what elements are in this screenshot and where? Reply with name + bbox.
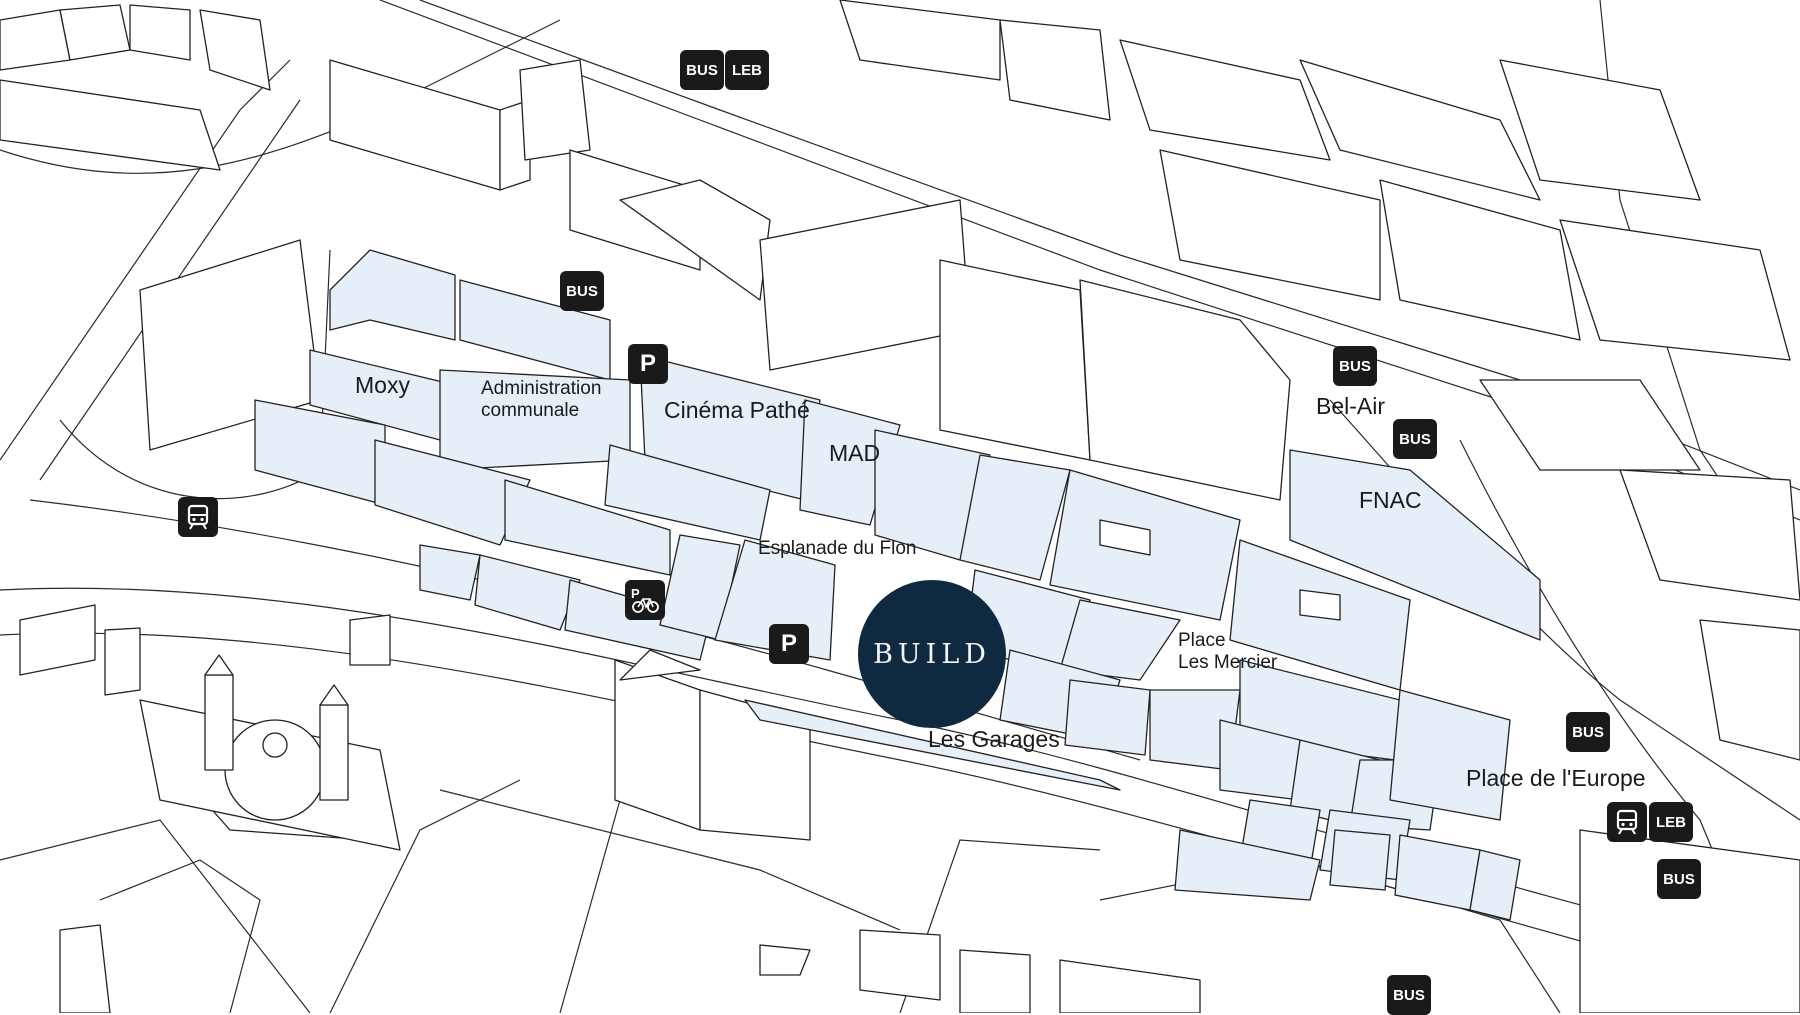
metro-icon-glyph (187, 504, 209, 530)
label-administration-line2: communale (481, 399, 580, 421)
label-place-de-l-europe: Place de l'Europe (1466, 765, 1646, 791)
label-bel-air: Bel-Air (1316, 393, 1386, 419)
bus-stop-badge-bel-air[interactable]: BUS (1333, 346, 1377, 386)
bus-stop-badge-bottom[interactable]: BUS (1387, 975, 1431, 1015)
label-fnac: FNAC (1359, 487, 1422, 513)
bike-parking-p-glyph: P (631, 586, 640, 601)
bus-stop-badge[interactable]: BUS (680, 50, 724, 90)
bike-parking-icon-glyph: P (631, 586, 659, 613)
parking-badge[interactable]: P (628, 344, 668, 384)
metro-icon[interactable] (178, 497, 218, 537)
label-administration: Administration communale (481, 378, 601, 422)
bus-stop-badge-fnac[interactable]: BUS (1393, 419, 1437, 459)
label-mad: MAD (829, 440, 881, 466)
bus-stop-badge-europe-south[interactable]: BUS (1657, 859, 1701, 899)
landmark-building (139, 654, 401, 851)
label-administration-line1: Administration (481, 378, 602, 399)
parking-badge[interactable]: P (769, 624, 809, 664)
metro-icon[interactable] (1607, 802, 1647, 842)
label-cinema-pathe: Cinéma Pathé (664, 397, 810, 423)
bus-stop-badge[interactable]: BUS (560, 271, 604, 311)
build-logo: BUILD (858, 580, 1006, 728)
bike-parking-icon[interactable]: P (625, 580, 665, 620)
label-moxy: Moxy (355, 372, 410, 398)
leb-stop-badge[interactable]: LEB (725, 50, 769, 90)
flon-district-buildings (254, 249, 1541, 921)
label-place-line1: Place (1178, 630, 1226, 651)
label-esplanade-du-flon: Esplanade du Flon (758, 538, 917, 559)
label-les-garages: Les Garages (928, 726, 1060, 752)
metro-icon-glyph (1616, 809, 1638, 835)
leb-stop-badge-europe[interactable]: LEB (1649, 802, 1693, 842)
label-place-les-mercier: Place Les Mercier (1178, 630, 1277, 674)
bus-stop-badge-europe[interactable]: BUS (1566, 712, 1610, 752)
label-place-line2: Les Mercier (1178, 651, 1278, 673)
